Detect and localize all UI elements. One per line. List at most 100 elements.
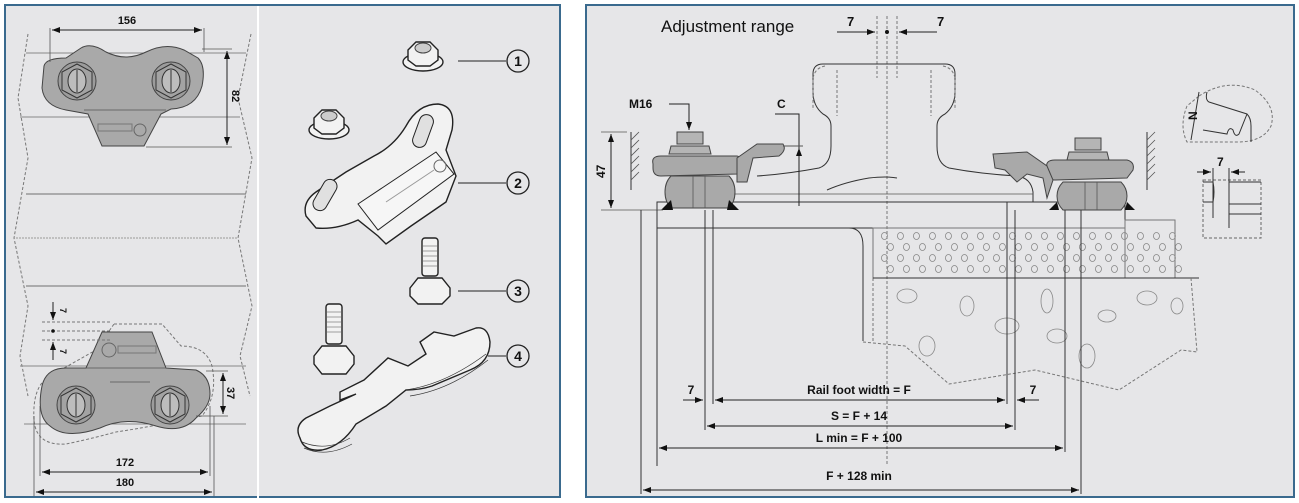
stone bbox=[1046, 328, 1068, 344]
m16-label: M16 bbox=[629, 97, 653, 111]
detail-gap-label: 7 bbox=[1217, 155, 1224, 169]
right-clip-assembly bbox=[992, 137, 1135, 211]
pebble bbox=[935, 265, 942, 273]
dim-s: S = F + 14 bbox=[707, 409, 1013, 429]
part-3-t-bolt bbox=[409, 237, 451, 305]
callout-2: 2 bbox=[458, 171, 530, 195]
dim-l-min: L min = F + 100 bbox=[659, 431, 1063, 451]
pebble bbox=[1095, 243, 1102, 251]
pebble bbox=[1159, 243, 1166, 251]
pebble bbox=[977, 232, 984, 240]
pebble bbox=[1105, 232, 1112, 240]
dim-156-label: 156 bbox=[118, 15, 136, 27]
pebble bbox=[999, 265, 1006, 273]
clip-plan-view-bottom bbox=[33, 323, 215, 445]
gap-right-label: 7 bbox=[1030, 383, 1037, 397]
pebble-pattern bbox=[881, 232, 1184, 369]
c-dimension: C bbox=[775, 97, 803, 206]
dim-82-label: 82 bbox=[229, 90, 241, 102]
pebble bbox=[1143, 243, 1150, 251]
dim-180: 180 bbox=[33, 416, 215, 496]
dim-156: 156 bbox=[49, 15, 205, 62]
pebble bbox=[945, 254, 952, 262]
pebble bbox=[1041, 254, 1048, 262]
detail-n: N bbox=[1182, 84, 1273, 143]
pebble bbox=[961, 232, 968, 240]
pebble bbox=[983, 243, 990, 251]
part-1-flange-nut-second bbox=[308, 109, 350, 140]
pebble bbox=[993, 254, 1000, 262]
pebble bbox=[1025, 254, 1032, 262]
dim-37-label: 37 bbox=[224, 387, 236, 399]
pebble bbox=[1175, 265, 1182, 273]
part-1-flange-nut bbox=[402, 41, 444, 72]
pebble bbox=[1169, 254, 1176, 262]
dim-47-label: 47 bbox=[594, 164, 608, 178]
pebble bbox=[993, 232, 1000, 240]
dim-37: 37 bbox=[196, 370, 236, 417]
stone bbox=[1097, 309, 1117, 323]
pebble bbox=[1159, 265, 1166, 273]
pebble bbox=[1015, 243, 1022, 251]
pebble bbox=[1089, 254, 1096, 262]
pebble bbox=[919, 243, 926, 251]
pebble bbox=[1073, 232, 1080, 240]
dim-adjust-down-label: 7 bbox=[58, 349, 68, 354]
gap-left-label: 7 bbox=[688, 383, 695, 397]
components-drawing: 156 82 bbox=[13, 6, 530, 500]
dim-total: F + 128 min bbox=[643, 469, 1079, 493]
m16-callout: M16 bbox=[629, 97, 692, 130]
dim-extension-lines bbox=[640, 202, 1082, 494]
callout-1: 1 bbox=[458, 49, 530, 73]
pebble bbox=[1111, 243, 1118, 251]
s-label: S = F + 14 bbox=[831, 409, 887, 423]
pebble bbox=[1073, 254, 1080, 262]
part-4-baseplate-clip bbox=[297, 327, 491, 453]
pebble bbox=[951, 243, 958, 251]
pebble bbox=[967, 243, 974, 251]
pebble bbox=[1025, 232, 1032, 240]
detail-gap-7: 7 bbox=[1197, 155, 1262, 239]
pebble bbox=[977, 254, 984, 262]
stone bbox=[959, 295, 975, 317]
pebble bbox=[961, 254, 968, 262]
part-2-clamp-plate bbox=[304, 103, 457, 245]
pebble bbox=[1127, 265, 1134, 273]
pebble bbox=[897, 254, 904, 262]
dim-adjust-up-label: 7 bbox=[58, 308, 68, 313]
pebble bbox=[1047, 243, 1054, 251]
pebble bbox=[1111, 265, 1118, 273]
callout-1-label: 1 bbox=[514, 53, 522, 69]
dim-172: 172 bbox=[39, 406, 211, 476]
cross-section-drawing: Adjustment range 7 7 bbox=[594, 14, 1273, 494]
pebble bbox=[929, 254, 936, 262]
hatched-wall-right bbox=[1146, 131, 1156, 190]
part-3-t-bolt-second bbox=[313, 303, 355, 375]
dim-180-label: 180 bbox=[116, 477, 134, 489]
dim-rail-foot-width: Rail foot width = F bbox=[715, 383, 1005, 403]
pebble bbox=[1079, 243, 1086, 251]
callout-4: 4 bbox=[488, 344, 530, 368]
pebble bbox=[897, 232, 904, 240]
pebble bbox=[887, 265, 894, 273]
n-label: N bbox=[1186, 111, 1200, 120]
pebble bbox=[881, 232, 888, 240]
left-clip-assembly bbox=[652, 131, 785, 210]
pebble bbox=[945, 232, 952, 240]
pebble bbox=[983, 265, 990, 273]
components-panel: 156 82 bbox=[4, 4, 561, 500]
stone bbox=[1040, 288, 1054, 314]
callout-3: 3 bbox=[458, 279, 530, 303]
callout-2-label: 2 bbox=[514, 175, 522, 191]
pebble bbox=[1047, 265, 1054, 273]
stone bbox=[918, 335, 936, 357]
pebble bbox=[913, 254, 920, 262]
pebble bbox=[1057, 232, 1064, 240]
pebble bbox=[1031, 265, 1038, 273]
pebble bbox=[913, 232, 920, 240]
stone bbox=[1136, 290, 1158, 306]
stone bbox=[896, 288, 918, 304]
adjustment-range-title: Adjustment range bbox=[661, 17, 794, 36]
pebble bbox=[1105, 254, 1112, 262]
pebble bbox=[1089, 232, 1096, 240]
